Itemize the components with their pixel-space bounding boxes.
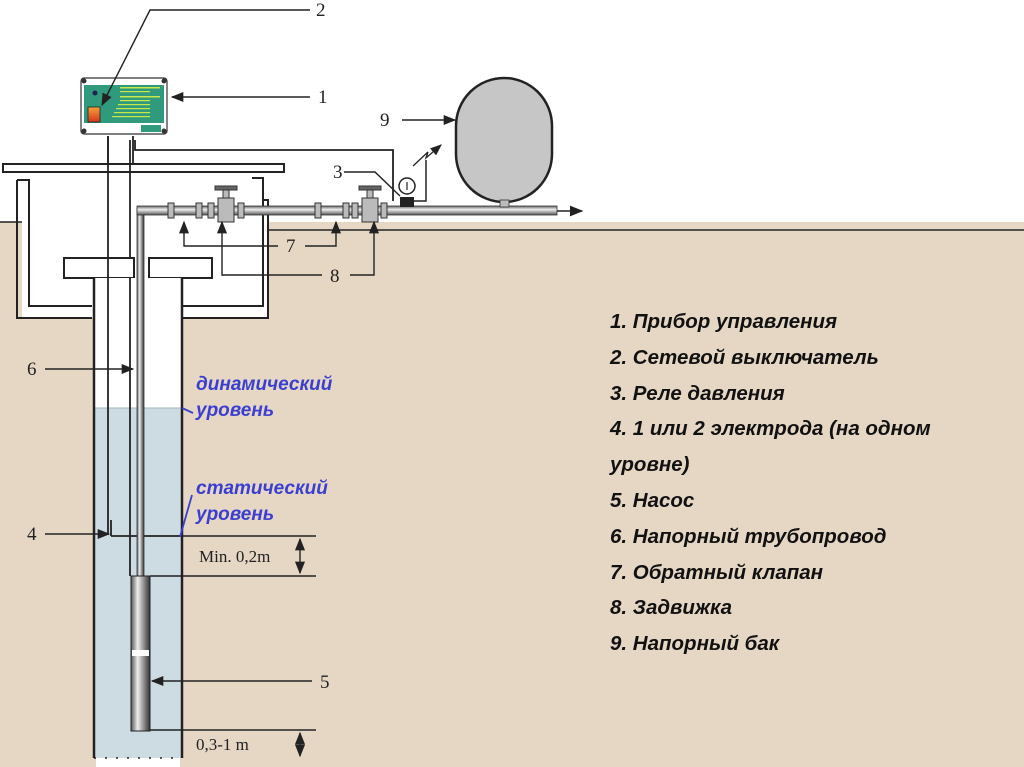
- callout-7: 7: [286, 236, 296, 257]
- legend-item: 3. Реле давления: [610, 381, 785, 405]
- legend-item: 5. Насос: [610, 488, 695, 512]
- callout-2: 2: [316, 0, 326, 21]
- static-level-line2: уровень: [196, 504, 275, 525]
- min-depth-label: Min. 0,2m: [199, 547, 270, 566]
- pressure-tank: [454, 76, 554, 208]
- controller: [80, 77, 168, 164]
- level-pointers: [179, 407, 194, 538]
- check-valve-1: [167, 202, 203, 219]
- legend-item: 6. Напорный трубопровод: [610, 524, 887, 548]
- bottom-gap-label: 0,3-1 m: [196, 735, 249, 754]
- legend-item: 7. Обратный клапан: [610, 560, 824, 584]
- gate-valve-1: [207, 185, 245, 223]
- electrode-cable: [107, 136, 182, 576]
- legend-item: уровне): [610, 453, 690, 477]
- check-valve-2: [314, 202, 350, 219]
- pump: [130, 575, 151, 732]
- legend-item: 1. Прибор управления: [610, 310, 838, 333]
- ground: [0, 221, 1024, 767]
- dynamic-level-line2: уровень: [196, 400, 275, 421]
- legend: 1. Прибор управления 2. Сетевой выключат…: [610, 304, 990, 662]
- legend-item: 4. 1 или 2 электрода (на одном: [610, 417, 931, 441]
- gate-valve-2: [351, 185, 388, 223]
- static-level-label: статический уровень: [196, 476, 328, 528]
- mains-switch: [87, 106, 101, 123]
- callout-8: 8: [330, 266, 340, 287]
- static-level-line1: статический: [196, 478, 328, 499]
- dynamic-level-label: динамический уровень: [196, 372, 332, 424]
- dimension-lines: [150, 535, 316, 758]
- callout-1: 1: [318, 87, 328, 108]
- callout-lines: [45, 9, 457, 687]
- callout-4: 4: [27, 524, 37, 545]
- callout-9: 9: [380, 110, 390, 131]
- legend-item: 9. Напорный бак: [610, 632, 780, 656]
- legend-item: 8. Задвижка: [610, 596, 733, 620]
- dynamic-level-line1: динамический: [196, 374, 333, 395]
- legend-item: 2. Сетевой выключатель: [610, 345, 879, 369]
- pressure-switch: [134, 140, 442, 207]
- callout-5: 5: [320, 672, 330, 693]
- callout-3: 3: [333, 162, 343, 183]
- callout-6: 6: [27, 359, 37, 380]
